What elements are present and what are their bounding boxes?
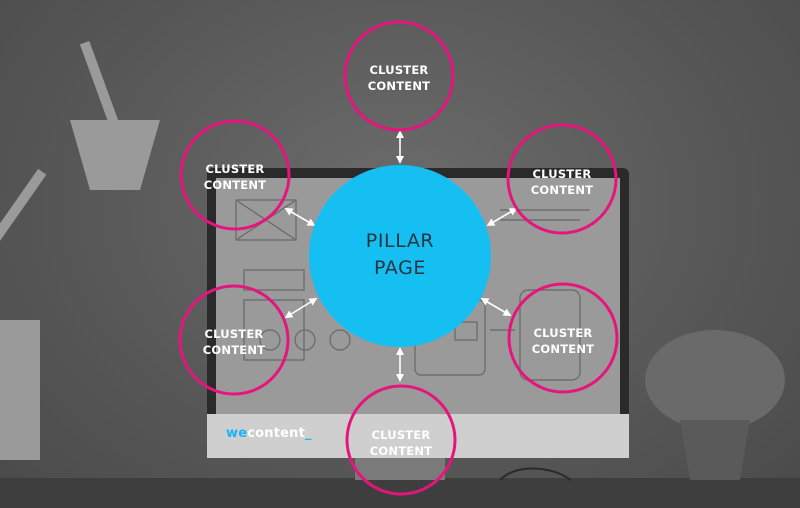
cluster-label-line: CLUSTER xyxy=(371,428,431,442)
cluster-label-line: CLUSTER xyxy=(204,327,264,341)
pillar-line-1: PILLAR xyxy=(365,230,435,252)
connector-arrow-lower-left xyxy=(284,297,318,319)
cluster-label-line: CONTENT xyxy=(530,183,594,197)
cluster-label-line: CONTENT xyxy=(369,444,433,458)
cluster-label-top: CLUSTER CONTENT xyxy=(349,62,449,94)
cluster-label-bottom: CLUSTER CONTENT xyxy=(351,427,451,459)
cluster-label-line: CLUSTER xyxy=(532,167,592,181)
connector-arrow-upper-left xyxy=(284,207,316,227)
cluster-label-line: CLUSTER xyxy=(533,326,593,340)
connector-arrow-upper-right xyxy=(486,207,518,227)
cluster-ring-upper-left xyxy=(179,119,291,231)
cluster-ring-top xyxy=(343,20,455,132)
cluster-label-line: CLUSTER xyxy=(369,63,429,77)
monitor-chin xyxy=(207,414,629,458)
cable xyxy=(499,467,571,481)
cluster-label-line: CONTENT xyxy=(531,342,595,356)
cluster-label-line: CONTENT xyxy=(367,79,431,93)
cluster-label-line: CLUSTER xyxy=(205,162,265,176)
logo-content: content xyxy=(247,426,306,441)
connector-arrow-lower-right xyxy=(480,297,512,317)
cluster-label-lower-left: CLUSTER CONTENT xyxy=(184,326,284,358)
monitor-stand xyxy=(355,458,445,480)
pillar-page-label: PILLAR PAGE xyxy=(320,228,480,282)
cluster-ring-lower-right xyxy=(507,282,619,394)
cluster-label-line: CONTENT xyxy=(203,178,267,192)
logo-we: we xyxy=(226,426,248,441)
cluster-label-upper-left: CLUSTER CONTENT xyxy=(185,161,285,193)
potted-plant xyxy=(645,330,785,480)
cluster-label-upper-right: CLUSTER CONTENT xyxy=(512,166,612,198)
desk-lamp xyxy=(0,41,160,460)
cluster-label-lower-right: CLUSTER CONTENT xyxy=(513,325,613,357)
pillar-line-2: PAGE xyxy=(373,257,427,279)
cluster-ring-lower-left xyxy=(178,284,290,396)
pillar-circle xyxy=(309,165,491,347)
wecontent-logo: wecontent_ xyxy=(226,426,312,441)
cluster-ring-bottom xyxy=(345,384,457,496)
logo-cursor: _ xyxy=(305,426,312,441)
cluster-ring-upper-right xyxy=(506,123,618,235)
cluster-label-line: CONTENT xyxy=(202,343,266,357)
